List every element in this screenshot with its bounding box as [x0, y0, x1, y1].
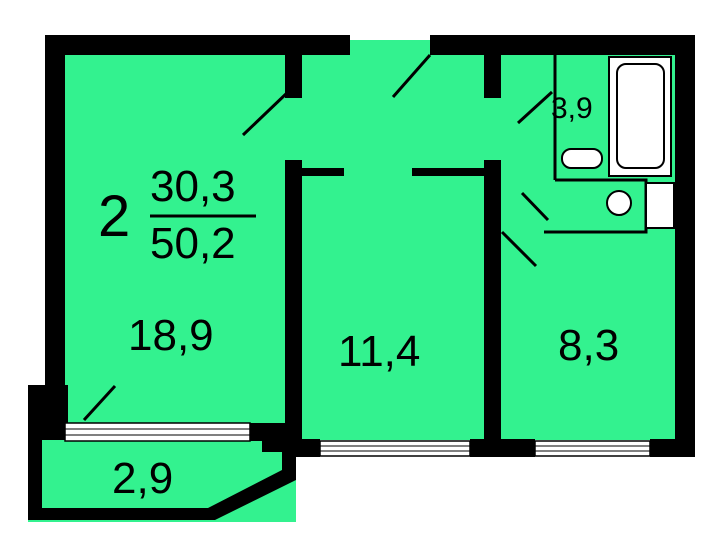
total-area: 50,2 [150, 219, 236, 268]
bottom-walls [250, 423, 695, 457]
window-left [64, 422, 251, 442]
room-middle-area: 11,4 [338, 327, 421, 376]
floor-area [28, 40, 690, 522]
toilet-icon [606, 182, 675, 229]
bathroom-area: 3,9 [551, 92, 593, 125]
room-right-area: 8,3 [558, 321, 620, 370]
door-swings [82, 54, 554, 422]
sink-icon [561, 148, 603, 169]
bathtub-icon [608, 56, 672, 177]
exterior-walls [28, 35, 695, 440]
living-area: 30,3 [150, 162, 236, 211]
interior-walls [285, 50, 501, 440]
window-right [534, 440, 651, 457]
room-left-area: 18,9 [128, 311, 214, 360]
rooms-count: 2 [98, 184, 131, 249]
window-middle [319, 440, 471, 457]
balcony-area: 2,9 [112, 454, 174, 503]
balcony-railing [28, 440, 296, 520]
